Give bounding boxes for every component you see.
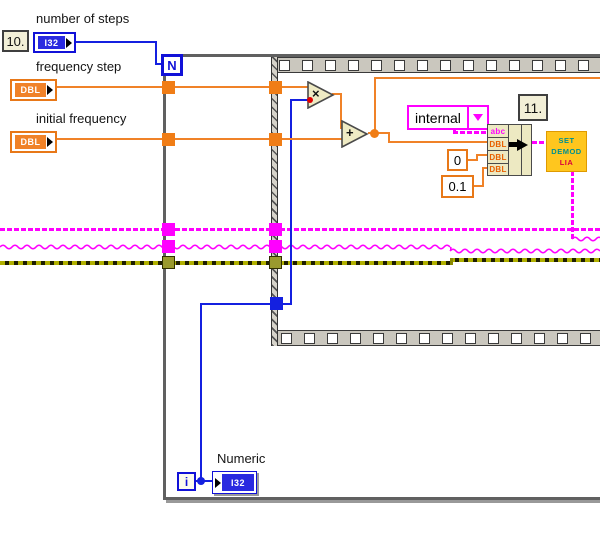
loop-count-terminal[interactable]: N — [161, 54, 183, 76]
bundle-row-dbl2: DBL — [487, 150, 509, 164]
wire-to-bundle — [388, 141, 487, 143]
dbl-terminal-label: DBL — [15, 135, 46, 149]
tunnel-cluster-loop — [162, 223, 175, 236]
tunnel-freq-seq — [269, 81, 282, 94]
tunnel-init-seq — [269, 133, 282, 146]
error-wire-step — [450, 258, 453, 265]
error-wire-left — [0, 261, 450, 265]
bundle-row-abc: abc — [487, 124, 509, 138]
wire-i32-to-n-h2 — [155, 63, 164, 65]
combo-value: internal — [415, 109, 461, 126]
tunnel-error-seq — [269, 256, 282, 269]
loop-iteration-terminal[interactable]: i — [177, 472, 196, 491]
i32-terminal-label: I32 — [38, 36, 65, 49]
wire-mul-out-h — [332, 93, 342, 95]
combo-dropdown-button[interactable] — [467, 107, 487, 128]
wire-seq-inner-v — [290, 100, 292, 305]
multiply-symbol: × — [312, 86, 320, 101]
initial-frequency-label: initial frequency — [36, 111, 127, 126]
wire-initial-frequency — [57, 138, 342, 140]
wire-const0-h — [468, 159, 478, 161]
tunnel-freq-loop — [162, 81, 175, 94]
wire-i32-to-n-v — [155, 41, 157, 65]
indicator-arrow-icon — [215, 477, 221, 488]
coercion-dot — [307, 97, 313, 103]
wire-frequency-step — [57, 86, 308, 88]
wire-bundle-to-vi — [532, 141, 546, 144]
bundle-row-dbl3: DBL — [487, 163, 509, 176]
zero-constant[interactable]: 0 — [447, 149, 468, 171]
frequency-step-label: frequency step — [36, 59, 122, 74]
chevron-down-icon — [473, 114, 483, 121]
wire-branch-top — [374, 77, 600, 79]
sequence-bottom-border[interactable] — [273, 330, 600, 346]
wire-mul-out-v — [340, 93, 342, 129]
bundle-row-dbl1: DBL — [487, 137, 509, 151]
number-of-steps-terminal[interactable]: I32 — [33, 32, 76, 53]
terminal-arrow-icon — [66, 37, 72, 48]
orange-junction-dot — [370, 129, 379, 138]
initial-frequency-terminal[interactable]: DBL — [10, 131, 57, 153]
point-one-constant[interactable]: 0.1 — [441, 175, 474, 198]
terminal-arrow-icon — [47, 85, 53, 95]
dbl-terminal-label: DBL — [15, 83, 46, 97]
multiply-node[interactable] — [307, 81, 335, 109]
wire-const0-h2 — [476, 154, 487, 156]
vi-icon-line3: LIA — [559, 158, 574, 167]
add-symbol: + — [346, 125, 354, 140]
bundle-arrow-icon — [508, 139, 532, 151]
vi-icon-line2: DEMOD — [551, 147, 582, 156]
tunnel-iteration-seq — [270, 297, 283, 310]
terminal-arrow-icon — [47, 137, 53, 147]
numeric-label: Numeric — [217, 451, 266, 466]
wire-to-multiply — [290, 99, 308, 101]
wire-i32-to-n — [76, 41, 156, 43]
error-wire-right — [450, 258, 600, 262]
wire-const01-v — [482, 167, 484, 187]
wire-seq-inner-h — [283, 303, 292, 305]
blue-junction-dot — [197, 477, 205, 485]
wire-combo-to-bundle — [453, 131, 487, 134]
bundle-node[interactable]: abc DBL DBL DBL — [487, 124, 532, 176]
cluster-wire — [0, 228, 600, 231]
sequence-left-border[interactable] — [271, 57, 278, 346]
internal-combo-box[interactable]: internal — [407, 105, 489, 130]
wire-i-up — [200, 304, 202, 482]
wire-branch-up — [374, 78, 376, 134]
tunnel-init-loop — [162, 133, 175, 146]
wire-add-out — [368, 132, 390, 134]
add-node[interactable] — [341, 120, 369, 148]
wire-const01-h2 — [482, 167, 487, 169]
vi-icon-line1: SET — [558, 136, 575, 145]
step-10-label: 10. — [2, 30, 29, 52]
numeric-indicator[interactable]: I32 — [212, 471, 257, 494]
wire-i-to-seq — [200, 303, 273, 305]
tunnel-class-loop — [162, 240, 175, 253]
tunnel-error-loop — [162, 256, 175, 269]
wire-vi-down — [571, 172, 574, 239]
i32-indicator-label: I32 — [222, 474, 254, 491]
tunnel-class-seq — [269, 240, 282, 253]
frequency-step-terminal[interactable]: DBL — [10, 79, 57, 101]
wire-const0-v — [476, 154, 478, 161]
for-loop-structure[interactable] — [163, 54, 600, 500]
step-11-label: 11. — [518, 94, 548, 121]
number-of-steps-label: number of steps — [36, 11, 130, 26]
set-demod-lia-subvi[interactable]: SET DEMOD LIA — [546, 131, 587, 172]
sequence-top-border[interactable] — [271, 57, 600, 73]
tunnel-cluster-seq — [269, 223, 282, 236]
wire-const01-h — [474, 185, 484, 187]
wire-jog-down — [388, 132, 390, 143]
